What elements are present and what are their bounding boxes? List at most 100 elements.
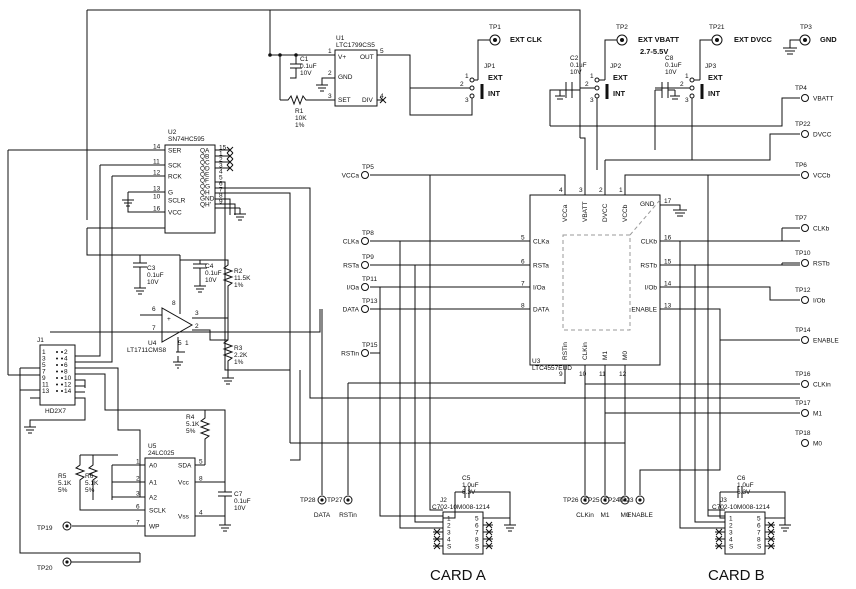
u3-pin-num-2: 2 bbox=[599, 187, 603, 194]
jp3-ext: EXT bbox=[708, 73, 723, 82]
u5-part: 24LC025 bbox=[148, 450, 175, 457]
c6-value: 1.0uF bbox=[737, 482, 754, 489]
u2-pin-qh: QH bbox=[200, 190, 210, 197]
j3-pins-pin-r2: 7 bbox=[757, 530, 761, 537]
r1-value: 10K bbox=[295, 115, 307, 122]
testpoint-ref-tp24: TP24 bbox=[604, 497, 620, 504]
j1-pin-7: 7 bbox=[42, 369, 46, 376]
c3-value: 0.1uF bbox=[147, 272, 164, 279]
r5-tol: 5% bbox=[58, 487, 68, 494]
u1-pin-div: DIV bbox=[362, 97, 374, 104]
c3-volt: 10V bbox=[147, 279, 159, 286]
testpoint-ref-tp27: TP27 bbox=[327, 497, 343, 504]
u4-pin-6: 6 bbox=[152, 306, 156, 313]
u2-pin-qe: QE bbox=[200, 172, 210, 179]
u3-pin-enable: ENABLE bbox=[631, 307, 657, 314]
u5-pin-num-3: 3 bbox=[136, 491, 140, 498]
testpoint-tp18 bbox=[801, 439, 809, 447]
eeprom-section: R4 5.1K 5% U5 24LC025 A01A12A23SCLK6WP7S… bbox=[37, 409, 251, 572]
u5-ref: U5 bbox=[148, 443, 157, 450]
c1-ref: C1 bbox=[300, 56, 309, 63]
j2-pins-pin-l1: 2 bbox=[447, 523, 451, 530]
testpoint-ref-tp18: TP18 bbox=[795, 430, 811, 437]
u5-pin-sda: SDA bbox=[178, 463, 192, 470]
u3-pin-ioa: I/Oa bbox=[533, 285, 546, 292]
testpoint-ref-tp9: TP9 bbox=[362, 254, 374, 261]
u1-ref: U1 bbox=[336, 35, 345, 42]
u1-pin-set: SET bbox=[338, 97, 351, 104]
c8-value: 0.1uF bbox=[665, 62, 682, 69]
tp20-ref: TP20 bbox=[37, 565, 53, 572]
j3-pins-pin-l1: 2 bbox=[729, 523, 733, 530]
u2-pin-qa: QA bbox=[200, 148, 210, 155]
c8-ref: C8 bbox=[665, 55, 674, 62]
u3-pin-num-4: 4 bbox=[559, 187, 563, 194]
u2-pin-rck: RCK bbox=[168, 174, 182, 181]
jp3-pin-1: 1 bbox=[685, 73, 689, 80]
u1-pin-vplus: V+ bbox=[338, 54, 346, 61]
net-wires bbox=[50, 137, 800, 529]
testpoint-ref-tp7: TP7 bbox=[795, 215, 807, 222]
testpoint-label-tp14: ENABLE bbox=[813, 338, 839, 345]
tp21-label: EXT DVCC bbox=[734, 35, 773, 44]
tp2-label: EXT VBATT bbox=[638, 35, 680, 44]
j1-pin-14: 14 bbox=[64, 388, 72, 395]
testpoint-tp16 bbox=[801, 380, 809, 388]
card-b-label: CARD B bbox=[708, 567, 765, 584]
testpoint-tp14 bbox=[801, 336, 809, 344]
testpoint-tp6 bbox=[801, 171, 809, 179]
u5-pin-num-5: 5 bbox=[199, 459, 203, 466]
u1-pin-num-5: 5 bbox=[380, 48, 384, 55]
u1-pin-num-1: 1 bbox=[328, 48, 332, 55]
testpoint-ref-tp12: TP12 bbox=[795, 287, 811, 294]
j2-pins-pin-l0: 1 bbox=[447, 516, 451, 523]
testpoint-ref-tp26: TP26 bbox=[563, 497, 579, 504]
testpoint-label-tp5: VCCa bbox=[342, 173, 360, 180]
j1-pin-12: 12 bbox=[64, 382, 72, 389]
testpoint-label-tp12: I/Ob bbox=[813, 298, 826, 305]
r4-tol: 5% bbox=[186, 428, 196, 435]
u2-pin-qb: QB bbox=[200, 154, 209, 161]
u2-pin-num-6: 6 bbox=[219, 181, 223, 188]
c6-volt: 6.3V bbox=[737, 489, 751, 496]
u2-pin-num-14: 14 bbox=[153, 144, 161, 151]
jp2-int: INT bbox=[613, 89, 626, 98]
top-testpoints: TP1 EXT CLK TP2 EXT VBATT 2.7-5.5V TP21 … bbox=[477, 24, 837, 80]
testpoint-label-tp16: CLKin bbox=[813, 382, 831, 389]
j3-pins-pin-l4: S bbox=[729, 544, 734, 551]
u3-pin-num-10: 10 bbox=[579, 371, 587, 378]
testpoint-tp12 bbox=[801, 296, 809, 304]
testpoint-tp9 bbox=[361, 261, 369, 269]
u2-pin-vcc: VCC bbox=[168, 210, 182, 217]
testpoint-ref-tp4: TP4 bbox=[795, 85, 807, 92]
j2-pins-pin-r1: 6 bbox=[475, 523, 479, 530]
u3-pin-rsta: RSTa bbox=[533, 263, 549, 270]
svg-text:+: + bbox=[167, 316, 171, 323]
u4-body bbox=[161, 307, 194, 343]
r4-value: 5.1K bbox=[186, 421, 200, 428]
testpoint-label-tp18: M0 bbox=[813, 441, 822, 448]
r3-value: 2.2K bbox=[234, 352, 248, 359]
u5-pin-num-6: 6 bbox=[136, 504, 140, 511]
testpoint-ref-tp5: TP5 bbox=[362, 164, 374, 171]
jp1-ext: EXT bbox=[488, 73, 503, 82]
u3-pin-num-17: 17 bbox=[664, 198, 672, 205]
testpoint-label-tp11: I/Oa bbox=[347, 285, 360, 292]
c4-volt: 10V bbox=[205, 277, 217, 284]
u3-pin-vcca: VCCa bbox=[562, 204, 569, 222]
r5-value: 5.1K bbox=[58, 480, 72, 487]
testpoint-tp13 bbox=[361, 305, 369, 313]
u3-pin-num-7: 7 bbox=[521, 281, 525, 288]
u3-part: LTC4557EUD bbox=[532, 365, 572, 372]
c5-volt: 6.3V bbox=[462, 489, 476, 496]
jp1-pin-3: 3 bbox=[465, 97, 469, 104]
u2-shift-register: U2 SN74HC595 SER14SCK11RCK12G13SCLR10VCC… bbox=[7, 129, 800, 428]
j2-part: C702-10M008-1214 bbox=[432, 504, 490, 511]
u2-pin-ser: SER bbox=[168, 148, 182, 155]
testpoint-tp22 bbox=[801, 130, 809, 138]
c3-ref: C3 bbox=[147, 265, 156, 272]
u2-pin-sck: SCK bbox=[168, 163, 182, 170]
u2-pin-g: G bbox=[168, 190, 173, 197]
u3-pin-num-14: 14 bbox=[664, 281, 672, 288]
